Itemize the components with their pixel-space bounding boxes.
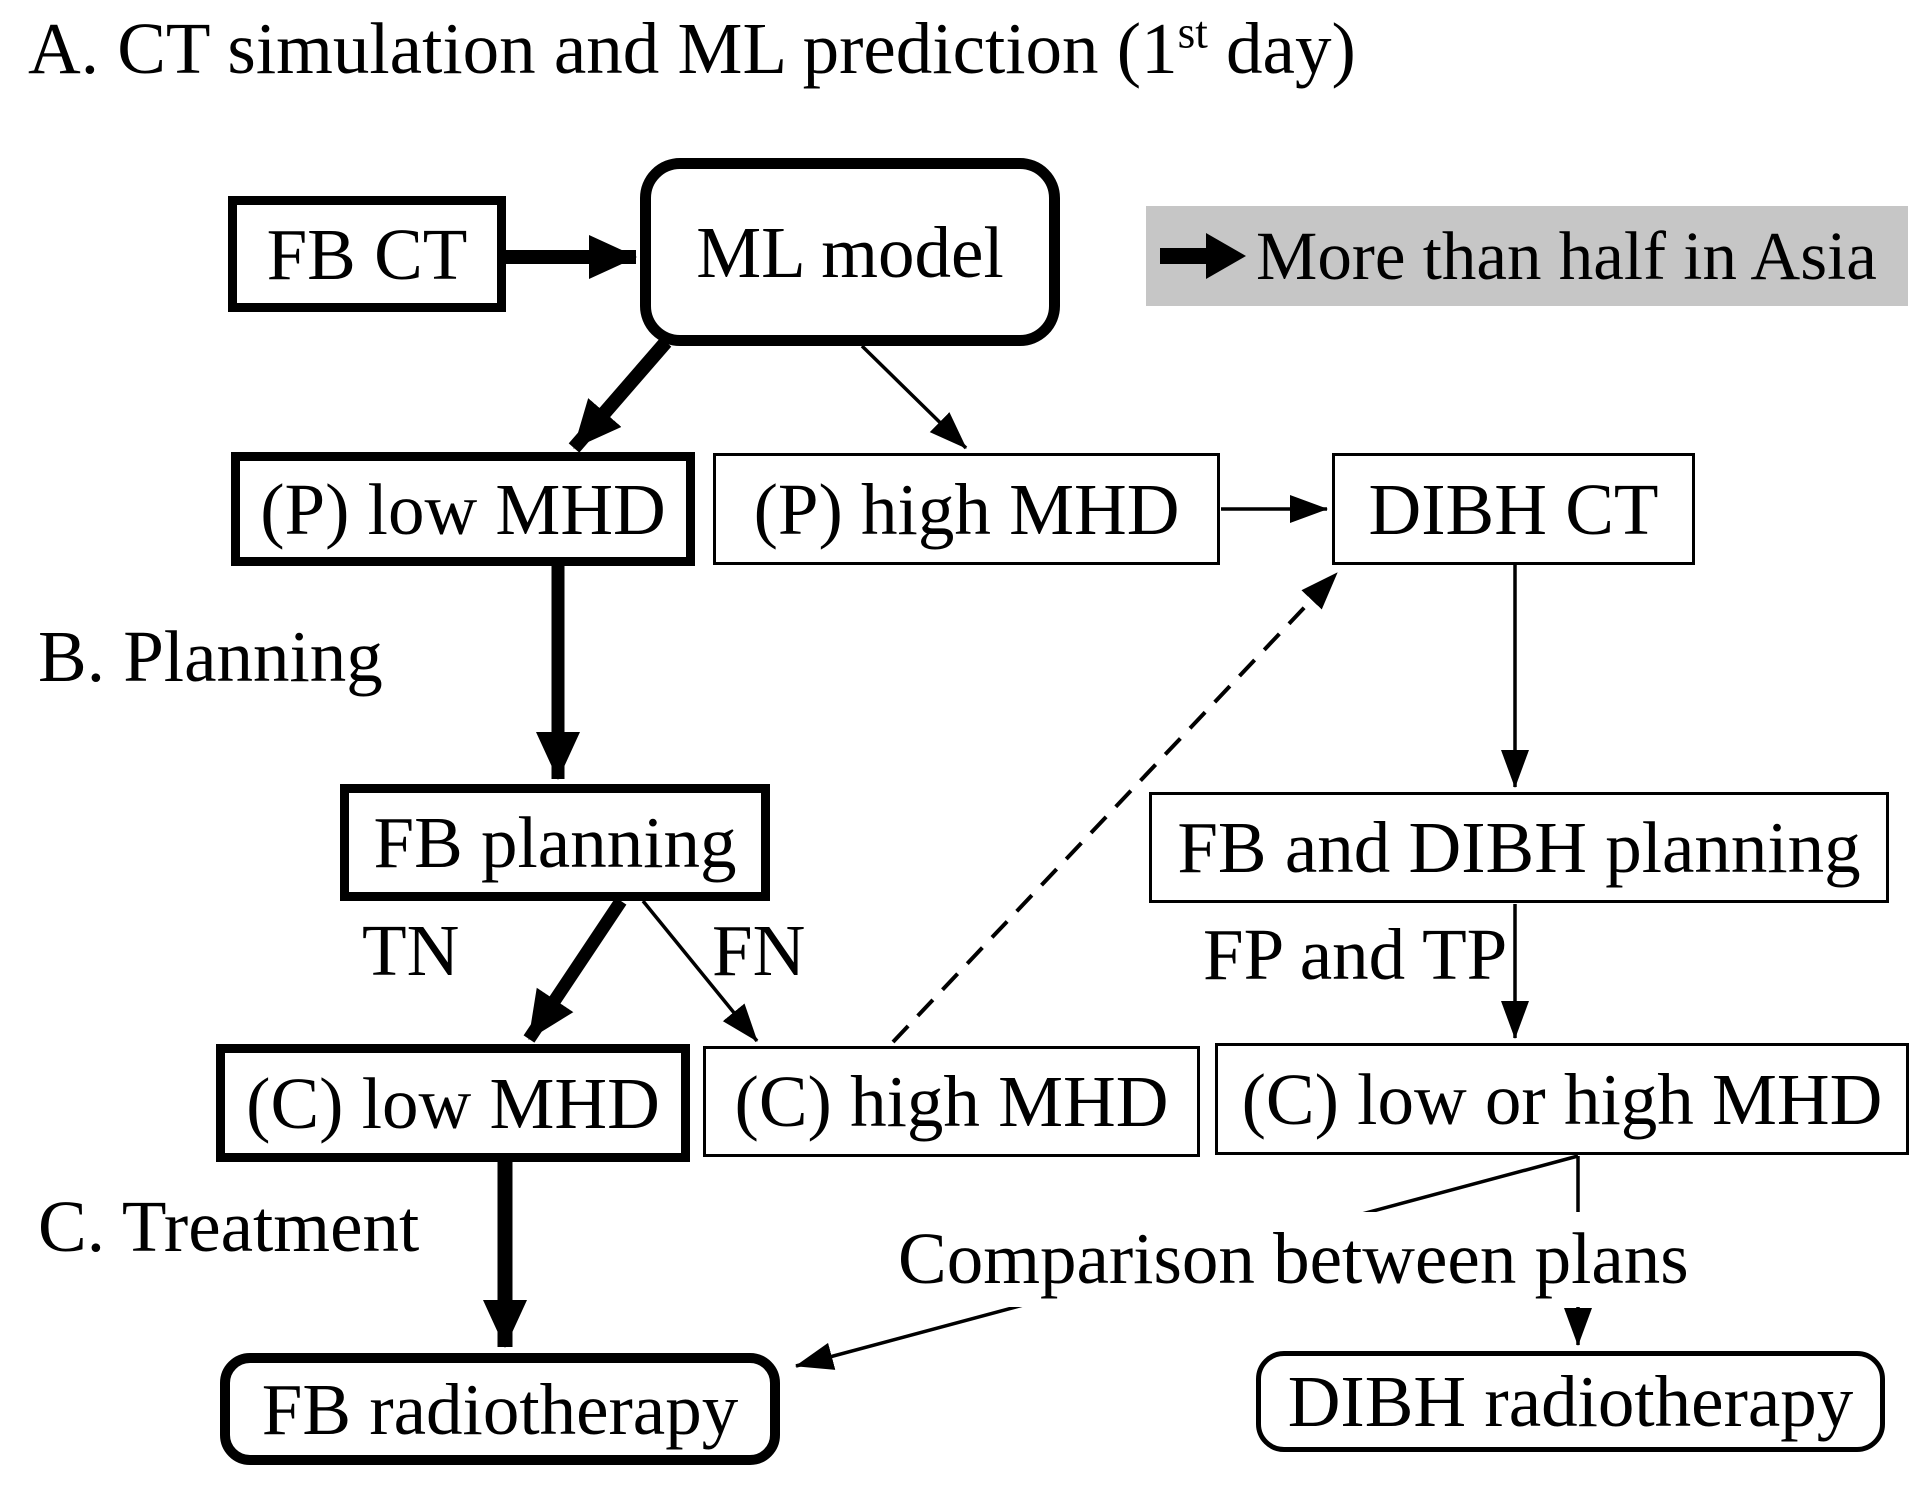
node-p-high-mhd: (P) high MHD bbox=[713, 453, 1220, 565]
node-fb-ct: FB CT bbox=[228, 196, 506, 312]
node-fb-radiotherapy: FB radiotherapy bbox=[220, 1353, 780, 1465]
node-ml-model: ML model bbox=[640, 158, 1060, 346]
node-fb-and-dibh-planning: FB and DIBH planning bbox=[1149, 792, 1889, 903]
node-p-low-mhd: (P) low MHD bbox=[231, 452, 695, 566]
legend-bold-right-arrow-icon bbox=[1160, 233, 1246, 279]
section-b-title: B. Planning bbox=[38, 616, 383, 697]
arrow-mlmodel-to-plow bbox=[568, 337, 672, 453]
edge-label-fp-and-tp: FP and TP bbox=[1203, 914, 1508, 995]
section-a-title-sup: st bbox=[1177, 7, 1208, 58]
edge-label-comparison-between-plans: Comparison between plans bbox=[888, 1212, 1699, 1307]
edge-label-tn: TN bbox=[362, 910, 460, 991]
legend-text: More than half in Asia bbox=[1256, 217, 1877, 294]
arrow-fbplanning-to-chigh-fn bbox=[641, 899, 759, 1043]
node-fb-planning: FB planning bbox=[340, 784, 770, 901]
arrow-fbplanning-to-clow-tn bbox=[523, 897, 627, 1043]
edge-label-fn: FN bbox=[712, 910, 806, 991]
arrow-mlmodel-to-phigh bbox=[860, 344, 968, 450]
section-a-title: A. CT simulation and ML prediction (1st … bbox=[28, 7, 1356, 89]
node-c-low-mhd: (C) low MHD bbox=[216, 1044, 690, 1162]
node-dibh-radiotherapy: DIBH radiotherapy bbox=[1256, 1351, 1885, 1452]
node-c-high-mhd: (C) high MHD bbox=[703, 1046, 1200, 1157]
legend-more-than-half-asia: More than half in Asia bbox=[1146, 206, 1908, 306]
section-a-title-post: day) bbox=[1207, 8, 1356, 89]
node-dibh-ct: DIBH CT bbox=[1332, 453, 1695, 565]
section-c-title: C. Treatment bbox=[38, 1186, 420, 1267]
section-a-title-pre: A. CT simulation and ML prediction (1 bbox=[28, 8, 1178, 89]
node-c-low-or-high-mhd: (C) low or high MHD bbox=[1215, 1043, 1909, 1155]
